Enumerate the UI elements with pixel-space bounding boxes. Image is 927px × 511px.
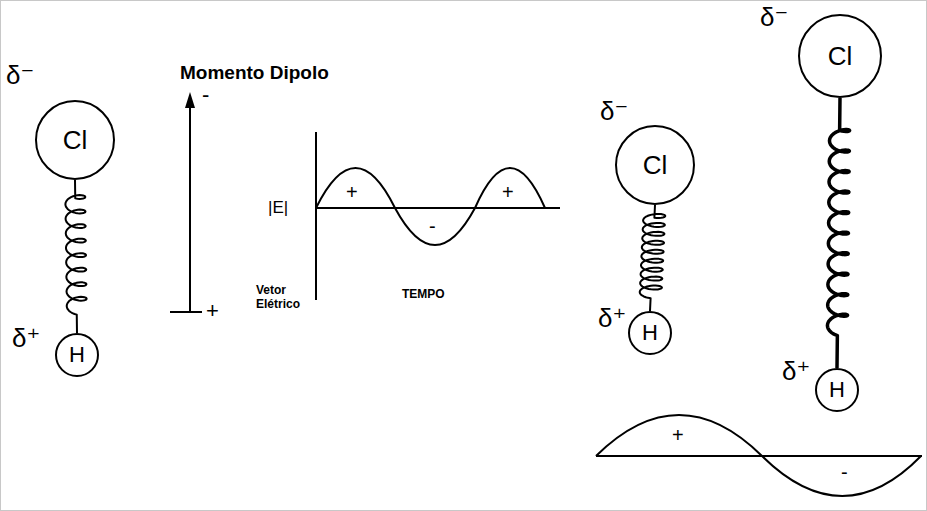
atom-symbol: H — [69, 344, 85, 366]
spring-bond — [640, 205, 666, 311]
atom-circle: Cl — [615, 125, 695, 205]
atom-circle: H — [815, 368, 859, 412]
spring-bond — [827, 98, 849, 368]
pole-sign: + — [206, 300, 219, 322]
atom-symbol: Cl — [643, 152, 668, 178]
atom-symbol: H — [829, 379, 845, 401]
partial-charge: δ⁺ — [782, 358, 810, 384]
arrow-head — [185, 92, 195, 108]
atom-symbol: Cl — [63, 127, 88, 153]
axis-label: TEMPO — [402, 288, 445, 300]
wave-sign: - — [841, 462, 848, 482]
sine-wave — [596, 415, 921, 496]
axis-label: Vetor Elétrico — [256, 284, 314, 312]
y-axis — [315, 132, 317, 300]
time-axis — [316, 207, 560, 209]
wave-sign: + — [672, 425, 684, 445]
pole-sign: - — [202, 84, 209, 106]
sine-wave — [316, 168, 545, 245]
atom-symbol: H — [642, 322, 658, 344]
wave-sign: + — [502, 182, 514, 202]
dipole-arrow — [189, 104, 191, 312]
atom-circle: H — [55, 333, 99, 377]
spring-bond — [65, 180, 86, 333]
diagram-title: Momento Dipolo — [180, 63, 329, 82]
atom-symbol: Cl — [828, 43, 853, 69]
atom-circle: Cl — [35, 100, 115, 180]
partial-charge: δ⁻ — [600, 98, 628, 124]
arrow-base — [170, 311, 202, 313]
wave-sign: - — [429, 216, 436, 236]
partial-charge: δ⁻ — [760, 4, 788, 30]
partial-charge: δ⁺ — [12, 325, 40, 351]
atom-circle: Cl — [798, 14, 882, 98]
atom-circle: H — [628, 311, 672, 355]
wave-axis — [596, 455, 922, 457]
partial-charge: δ⁻ — [6, 62, 34, 88]
wave-sign: + — [346, 182, 358, 202]
axis-label: |E| — [268, 199, 288, 216]
partial-charge: δ⁺ — [598, 305, 626, 331]
